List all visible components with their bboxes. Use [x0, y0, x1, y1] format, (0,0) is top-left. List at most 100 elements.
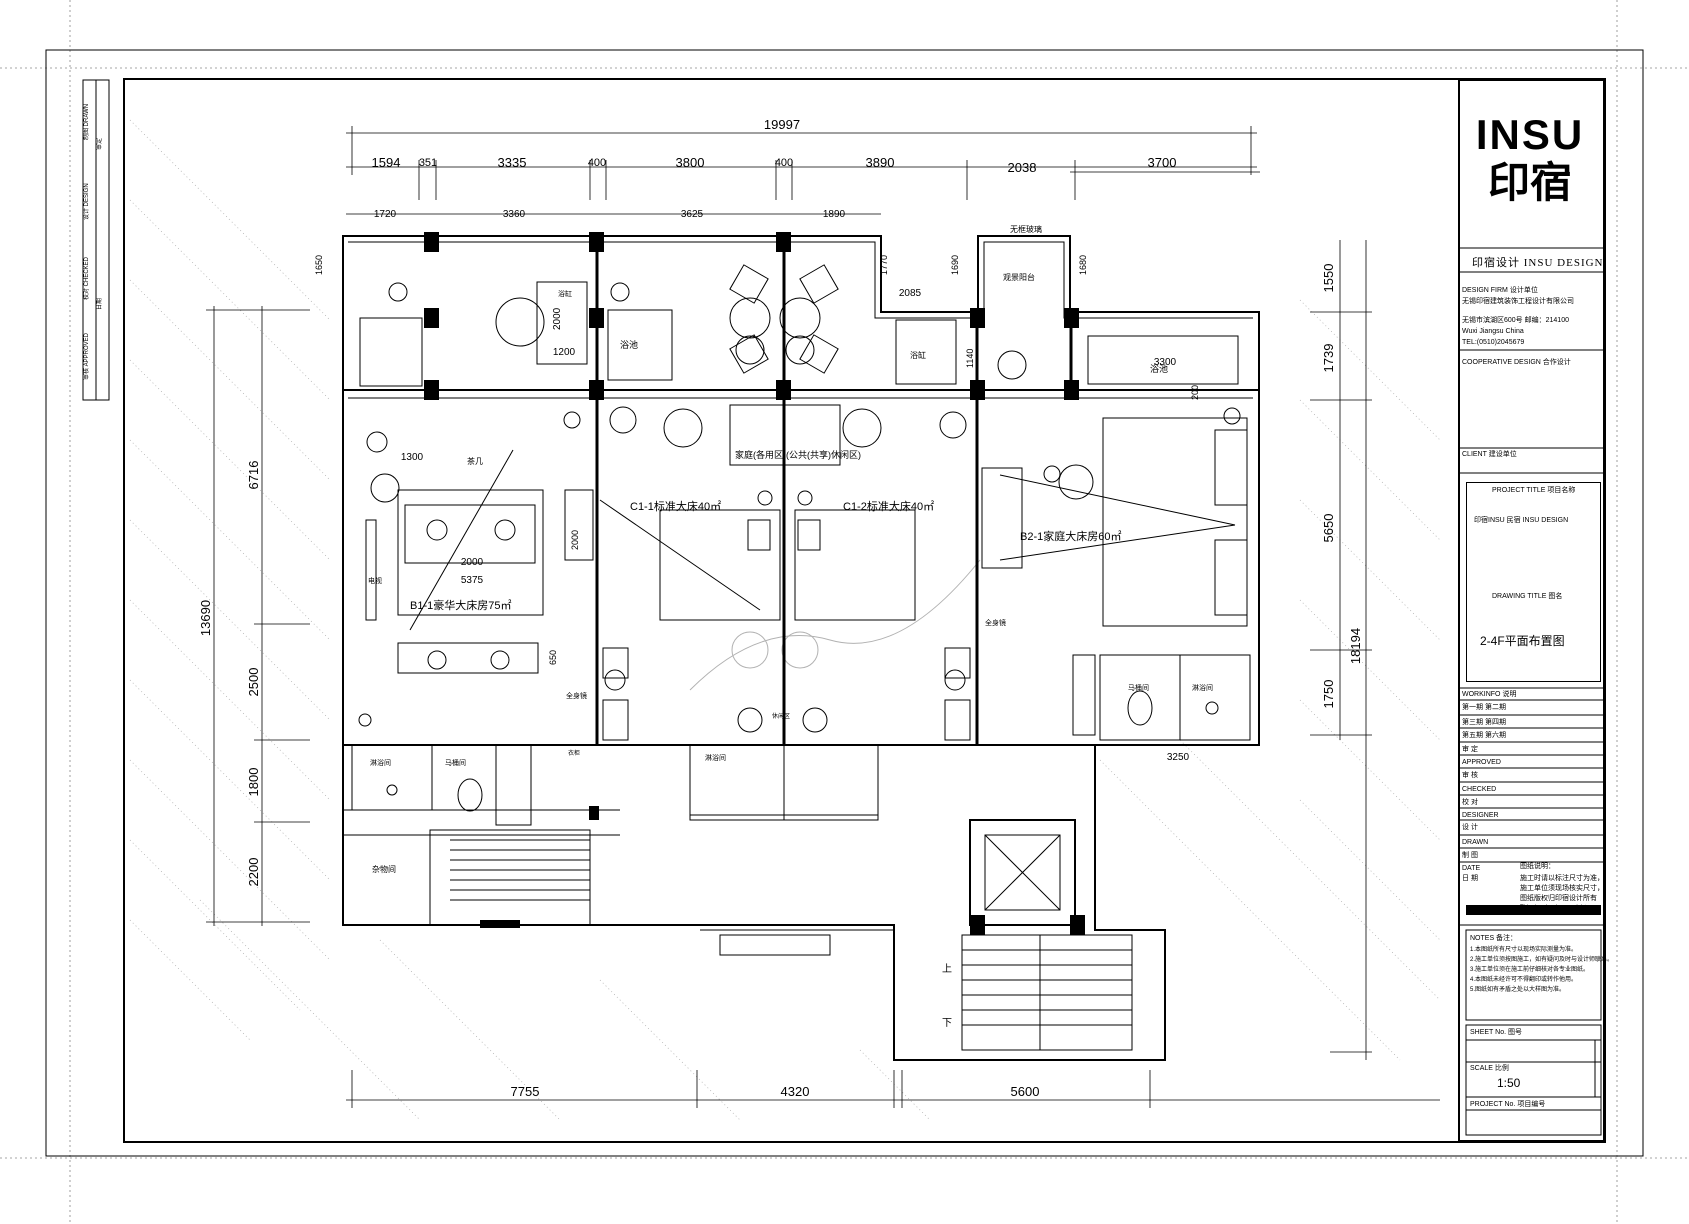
workinfo-row: 日 期: [1462, 875, 1478, 882]
dim-top: 3700: [1148, 155, 1177, 170]
workinfo-row: DRAWN: [1462, 839, 1489, 846]
note2-line: 5.图纸如有矛盾之处以大样图为准。: [1470, 987, 1566, 993]
project-name: 印宿INSU 民宿 INSU DESIGN: [1474, 517, 1569, 524]
design-firm-label: DESIGN FIRM 设计单位: [1462, 287, 1538, 294]
watermark: [689, 559, 981, 691]
workinfo-row: WORKINFO 说明: [1462, 691, 1517, 698]
room-label-toilet: 马桶间: [445, 758, 466, 767]
dim-left: 1800: [246, 768, 261, 797]
dim-left: 2500: [246, 668, 261, 697]
note-line: 施工单位须现场核实尺寸，: [1520, 885, 1604, 892]
dimensions-left: 6716 2500 1800 2200 13690: [198, 306, 310, 926]
room-label-balcony: 观景阳台: [1003, 272, 1035, 282]
dim-interior: 1200: [553, 347, 576, 358]
firm-line: Wuxi Jiangsu China: [1462, 328, 1524, 335]
drawing-title-label: DRAWING TITLE 图名: [1492, 593, 1563, 600]
notes2-header: NOTES 备注：: [1470, 935, 1518, 942]
project-box: [1466, 482, 1601, 682]
room-label-shower: 淋浴间: [1192, 683, 1213, 692]
dim-interior: 2085: [899, 288, 922, 299]
dim-bottom: 4320: [781, 1084, 810, 1099]
dim-top: 400: [775, 157, 793, 169]
site-hatch: [129, 119, 1441, 1121]
dim-top: 3890: [866, 155, 895, 170]
note2-line: 1.本图纸所有尺寸以现场实际测量为准。: [1470, 947, 1578, 953]
room-furniture: [351, 404, 1251, 816]
workinfo-row: 第五期 第六期: [1462, 732, 1506, 739]
dim-left: 6716: [246, 461, 261, 490]
structural-columns: [424, 232, 1085, 935]
dim-bottom: 5600: [1011, 1084, 1040, 1099]
note-line: This drawing is copyright: [1520, 905, 1587, 911]
dim-second: 3360: [503, 209, 526, 220]
room-label-shared: 家庭(各用区)(公共(共享)休闲区): [735, 449, 861, 460]
drawing-title: 2-4F平面布置图: [1480, 634, 1565, 648]
left-signature-strip: 制图 DRAWN 设计 DESIGN 校对 CHECKED 审核 APPROVE…: [82, 104, 103, 380]
logo-letters: INSU: [1475, 111, 1585, 158]
dim-interior: 1680: [1078, 255, 1088, 275]
dim-overall-width: 19997: [764, 117, 800, 132]
room-label-bath: 浴缸: [558, 289, 572, 298]
dim-top: 1594: [372, 155, 401, 170]
workinfo-row: 校 对: [1462, 799, 1478, 806]
stair-up: 上: [942, 963, 952, 975]
scale-value: 1:50: [1497, 1076, 1521, 1090]
dim-right: 1550: [1321, 264, 1336, 293]
room-label-storage: 杂物间: [372, 864, 396, 874]
dim-right: 1739: [1321, 344, 1336, 373]
brand-logo: INSU 印宿: [1470, 112, 1590, 222]
notes-header: 图纸说明：: [1520, 863, 1555, 870]
dim-interior: 2000: [570, 530, 580, 550]
firm-line: TEL:(0510)2045679: [1462, 339, 1525, 346]
firm-line: 无锡市滨湖区600号 邮编：214100: [1462, 317, 1569, 324]
note2-line: 2.施工单位须按图施工，如有疑问及时与设计师联系。: [1470, 957, 1614, 963]
room-label-tub: 浴池: [620, 339, 638, 350]
dim-top: 351: [419, 157, 437, 169]
room-labels: B1-1豪华大床房75㎡ C1-1标准大床40㎡ C1-2标准大床40㎡ B2-…: [368, 224, 1213, 1029]
workinfo-row: 审 核: [1462, 772, 1478, 779]
room-label-c1-2: C1-2标准大床40㎡: [843, 499, 934, 513]
dimensions-right: 1550 1739 5650 1750 18194: [1310, 240, 1372, 1060]
title-block-lines: [1458, 247, 1605, 1136]
sidebar-label: 日期: [95, 298, 103, 310]
room-label-lounge: 休闲区: [772, 712, 790, 720]
sheet-label: SHEET No. 图号: [1470, 1029, 1522, 1036]
dim-second: 1890: [823, 209, 846, 220]
workinfo-row: 设 计: [1462, 824, 1478, 831]
workinfo-row: 第三期 第四期: [1462, 719, 1506, 726]
firm-line: 无锡印宿建筑装饰工程设计有限公司: [1462, 298, 1574, 305]
dimensions-top: 19997 1594 351 3335 400 3800 400 3890 20…: [346, 117, 1260, 220]
dim-interior: 1300: [401, 452, 424, 463]
project-no-label: PROJECT No. 项目编号: [1470, 1101, 1546, 1108]
title-block: [1458, 79, 1605, 1142]
dim-interior: 3250: [1167, 752, 1190, 763]
room-label-desk: 茶几: [467, 456, 483, 466]
workinfo-row: DATE: [1462, 865, 1481, 872]
dimensions-bottom: 7755 4320 5600: [346, 1070, 1440, 1108]
dim-right: 5650: [1321, 514, 1336, 543]
room-label-tub: 浴池: [1150, 363, 1168, 374]
dim-right: 1750: [1321, 680, 1336, 709]
dim-interior: 1690: [950, 255, 960, 275]
note-line: 施工时请以标注尺寸为准，: [1520, 875, 1604, 882]
firm-name: 印宿设计 INSU DESIGN: [1472, 257, 1604, 269]
interior-dimensions: 1650 1770 1690 1680 2085 2000 1200 1300 …: [314, 255, 1200, 763]
sidebar-label: 制图 DRAWN: [82, 104, 90, 140]
room-label-shower: 淋浴间: [705, 753, 726, 762]
workinfo-row: CHECKED: [1462, 786, 1497, 793]
cooperative-label: COOPERATIVE DESIGN 合作设计: [1462, 359, 1571, 366]
dim-interior: 5375: [461, 575, 484, 586]
dim-second: 3625: [681, 209, 704, 220]
balcony-furniture: [359, 264, 1239, 387]
note2-line: 4.本图纸未经许可不得翻印或转作他用。: [1470, 977, 1578, 983]
dim-right-total: 18194: [1348, 628, 1363, 664]
room-label-toilet: 马桶间: [1128, 683, 1149, 692]
room-label-mirror: 全身镜: [566, 691, 587, 700]
logo-chinese: 印宿: [1487, 159, 1572, 206]
dim-interior: 1770: [879, 255, 889, 275]
dim-interior: 2000: [461, 557, 484, 568]
sidebar-label: 审核 APPROVED: [82, 332, 90, 380]
sidebar-label: 审定: [95, 138, 103, 150]
